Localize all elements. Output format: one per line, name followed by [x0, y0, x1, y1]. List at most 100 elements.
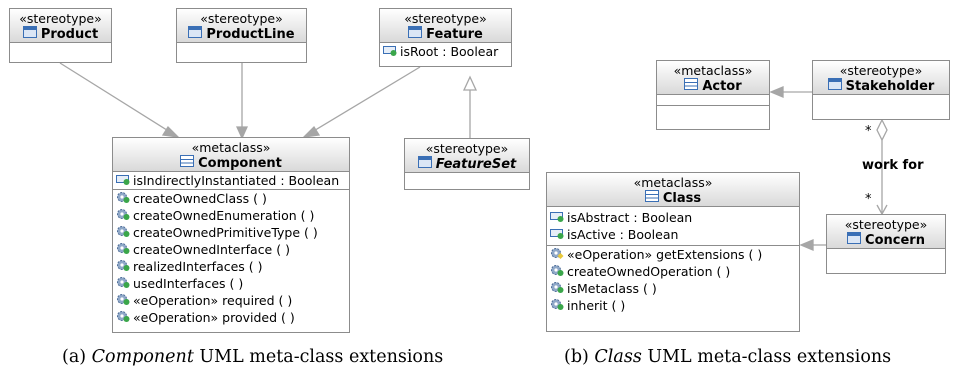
- operation-row[interactable]: «eOperation» required ( ): [113, 292, 349, 309]
- empty-section: [405, 173, 529, 179]
- metaclass-icon: [644, 190, 659, 206]
- empty-section: [177, 43, 306, 51]
- operation-row[interactable]: realizedInterfaces ( ): [113, 258, 349, 275]
- attribute-row[interactable]: isRoot : Boolear: [380, 43, 511, 60]
- stereotype-keyword: «stereotype»: [839, 63, 923, 78]
- multiplicity-bottom: *: [865, 192, 872, 207]
- stereotype-icon: [408, 26, 423, 42]
- operation-label: createOwnedInterface ( ): [133, 242, 290, 257]
- operation-row[interactable]: createOwnedOperation ( ): [547, 263, 799, 280]
- stereotype-icon: [188, 26, 203, 42]
- stereotype-keyword: «stereotype»: [200, 11, 283, 26]
- attribute-row[interactable]: isIndirectlyInstantiated : Boolean: [113, 172, 349, 189]
- arrowhead: [769, 86, 784, 98]
- operation-gear-icon: [116, 241, 130, 258]
- operation-row[interactable]: inherit ( ): [547, 297, 799, 314]
- attribute-icon: [116, 172, 130, 189]
- operation-gear-icon: [116, 292, 130, 309]
- stereotype-productline[interactable]: «stereotype» ProductLine: [176, 8, 307, 63]
- stereotype-stakeholder[interactable]: «stereotype» Stakeholder: [812, 60, 950, 120]
- attribute-label: isActive : Boolean: [567, 227, 679, 242]
- box-header: «stereotype» Stakeholder: [813, 61, 949, 95]
- attribute-icon: [383, 43, 397, 60]
- operation-label: «eOperation» provided ( ): [133, 310, 295, 325]
- empty-section: [813, 95, 949, 105]
- attribute-label: isAbstract : Boolean: [567, 210, 693, 225]
- caption-b: (b) Class UML meta-class extensions: [564, 347, 892, 367]
- stereotype-feature[interactable]: «stereotype» Feature isRoot : Boolear: [379, 8, 512, 67]
- operation-row[interactable]: usedInterfaces ( ): [113, 275, 349, 292]
- operation-gear-icon: [550, 280, 564, 297]
- multiplicity-top: *: [865, 124, 872, 139]
- operations-section: createOwnedClass ( ) createOwnedEnumerat…: [113, 190, 349, 326]
- association-label: work for: [862, 158, 924, 173]
- stereotype-featureset[interactable]: «stereotype» FeatureSet: [404, 138, 530, 190]
- stereotype-keyword: «stereotype»: [404, 11, 487, 26]
- operation-row[interactable]: isMetaclass ( ): [547, 280, 799, 297]
- aggregation-diamond: [876, 118, 888, 142]
- box-header: «stereotype» Feature: [380, 9, 511, 43]
- operation-label: usedInterfaces ( ): [133, 276, 244, 291]
- operation-gear-icon: [116, 190, 130, 207]
- operation-label: «eOperation» required ( ): [133, 293, 293, 308]
- operation-label: realizedInterfaces ( ): [133, 259, 263, 274]
- operation-label: «eOperation» getExtensions ( ): [567, 247, 763, 262]
- stereotype-keyword: «stereotype»: [425, 141, 509, 156]
- stereotype-keyword: «metaclass»: [673, 63, 753, 78]
- operation-row[interactable]: createOwnedInterface ( ): [113, 241, 349, 258]
- attribute-row[interactable]: isActive : Boolean: [547, 226, 799, 243]
- box-header: «stereotype» Concern: [827, 215, 945, 249]
- attribute-icon: [550, 209, 564, 226]
- operation-label: createOwnedPrimitiveType ( ): [133, 225, 318, 240]
- box-header: «stereotype» FeatureSet: [405, 139, 529, 173]
- operation-gear-icon: [116, 309, 130, 326]
- box-header: «stereotype» ProductLine: [177, 9, 306, 43]
- empty-section: [657, 106, 769, 114]
- metaclass-actor[interactable]: «metaclass» Actor: [656, 60, 770, 130]
- operation-row[interactable]: createOwnedClass ( ): [113, 190, 349, 207]
- attributes-section: isIndirectlyInstantiated : Boolean: [113, 172, 349, 190]
- operation-row[interactable]: «eOperation» getExtensions ( ): [547, 246, 799, 263]
- stereotype-product[interactable]: «stereotype» Product: [9, 8, 112, 63]
- operations-section: «eOperation» getExtensions ( ) createOwn…: [547, 246, 799, 314]
- box-name: Actor: [702, 78, 742, 94]
- operation-label: createOwnedEnumeration ( ): [133, 208, 315, 223]
- operation-row[interactable]: createOwnedEnumeration ( ): [113, 207, 349, 224]
- box-name: FeatureSet: [435, 156, 517, 172]
- arrowhead: [235, 126, 249, 140]
- box-name: Component: [198, 155, 282, 171]
- box-header: «metaclass» Class: [547, 173, 799, 207]
- extension-product-component: [59, 62, 171, 133]
- metaclass-icon: [684, 78, 699, 94]
- operation-row[interactable]: createOwnedPrimitiveType ( ): [113, 224, 349, 241]
- generalization-triangle: [462, 75, 478, 91]
- stereotype-concern[interactable]: «stereotype» Concern: [826, 214, 946, 274]
- box-name: Feature: [426, 26, 483, 42]
- box-name: ProductLine: [206, 26, 295, 42]
- metaclass-component[interactable]: «metaclass» Component isIndirectlyInstan…: [112, 137, 350, 333]
- operation-label: inherit ( ): [567, 298, 626, 313]
- empty-section: [827, 249, 945, 259]
- box-header: «stereotype» Product: [10, 9, 111, 43]
- metaclass-class[interactable]: «metaclass» Class isAbstract : Boolean i…: [546, 172, 800, 332]
- box-name: Stakeholder: [845, 78, 935, 94]
- operation-gear-icon: [550, 263, 564, 280]
- metaclass-icon: [180, 155, 195, 171]
- caption-a: (a) Component UML meta-class extensions: [62, 347, 444, 367]
- operation-row[interactable]: «eOperation» provided ( ): [113, 309, 349, 326]
- stereotype-icon: [827, 78, 842, 94]
- arrowhead: [161, 125, 180, 138]
- operation-gear-icon: [550, 297, 564, 314]
- attributes-section: isRoot : Boolear: [380, 43, 511, 60]
- empty-section: [10, 43, 111, 51]
- box-header: «metaclass» Component: [113, 138, 349, 172]
- stereotype-keyword: «stereotype»: [844, 217, 928, 232]
- attribute-row[interactable]: isAbstract : Boolean: [547, 209, 799, 226]
- attributes-section: isAbstract : Boolean isActive : Boolean: [547, 207, 799, 246]
- stereotype-keyword: «stereotype»: [19, 11, 102, 26]
- operation-label: createOwnedClass ( ): [133, 191, 267, 206]
- arrowhead: [799, 239, 814, 251]
- attribute-label: isRoot : Boolear: [400, 44, 499, 59]
- operation-label: createOwnedOperation ( ): [567, 264, 731, 279]
- operation-gear-icon: [116, 275, 130, 292]
